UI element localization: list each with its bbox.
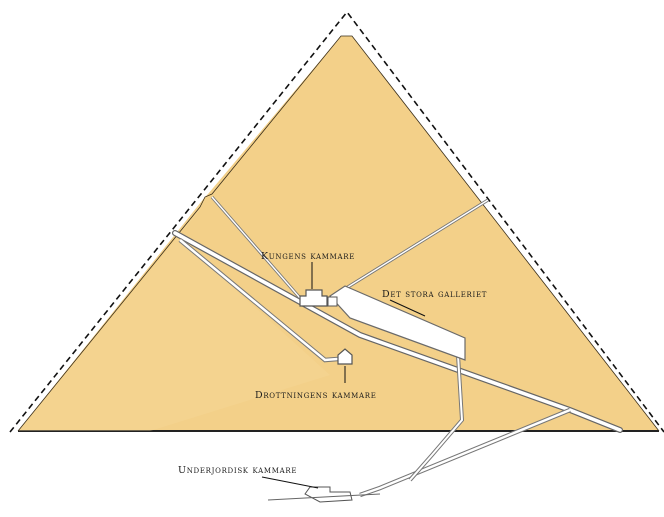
label-grand-gallery: Det stora galleriet: [382, 289, 487, 300]
label-subterranean-chamber: Underjordisk kammare: [178, 465, 297, 476]
leader-line-subterranean-chamber: [262, 477, 318, 488]
label-kings-chamber: Kungens kammare: [261, 251, 355, 262]
label-queens-chamber: Drottningens kammare: [255, 390, 377, 401]
kings-chamber-antechamber: [328, 297, 337, 306]
subterranean-chamber: [305, 487, 352, 502]
